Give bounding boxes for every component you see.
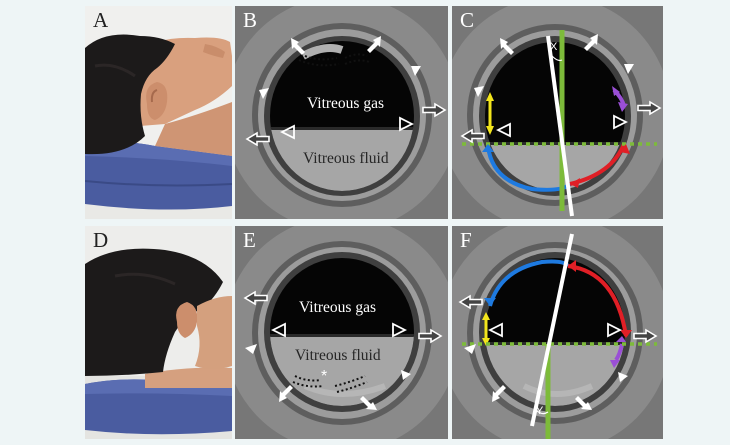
panel-b: B Vitreous gas Vitreous fluid — [235, 6, 448, 219]
panel-c: C X — [452, 6, 663, 219]
vitreous-gas-label: Vitreous gas — [299, 299, 376, 316]
panel-label: D — [93, 228, 109, 252]
mri-supine-annotated — [452, 6, 663, 219]
panel-label: E — [243, 228, 256, 252]
angle-x-label: X — [550, 41, 558, 53]
panel-label: C — [460, 8, 475, 32]
supine-photo — [85, 6, 232, 219]
mri-prone-annotated — [452, 226, 663, 439]
panel-a: A — [85, 6, 232, 219]
panel-label: F — [460, 228, 472, 252]
mri-supine — [235, 6, 448, 219]
asterisk-marker: * — [321, 368, 328, 385]
vitreous-gas-label: Vitreous gas — [307, 95, 384, 112]
panel-d: D — [85, 226, 232, 439]
vitreous-fluid-label: Vitreous fluid — [303, 150, 389, 167]
panel-label: B — [243, 8, 258, 32]
vitreous-fluid-label: Vitreous fluid — [295, 347, 381, 364]
panel-e: E Vitreous gas Vitreous fluid * — [235, 226, 448, 439]
angle-y-label: Y — [536, 405, 544, 417]
mri-prone — [235, 226, 448, 439]
panel-f: F Y — [452, 226, 663, 439]
panel-label: A — [93, 8, 109, 32]
prone-photo — [85, 226, 232, 439]
